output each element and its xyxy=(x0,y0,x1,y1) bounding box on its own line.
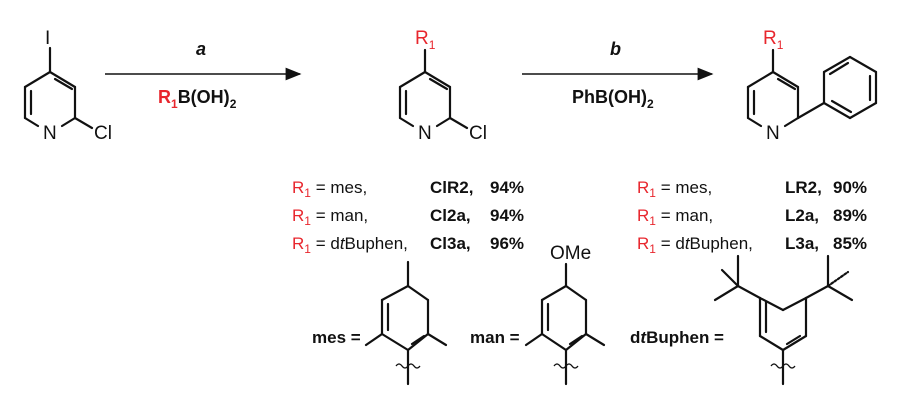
r1-group-label: R1 xyxy=(415,28,436,52)
methoxy-label: OMe xyxy=(550,243,591,264)
r1-group-label: R1 xyxy=(763,28,784,52)
list-item: R1 = mes, xyxy=(637,178,712,200)
yield-value: 94% xyxy=(490,178,524,197)
dtbuphen-label: dtBuphen = xyxy=(630,328,724,347)
man-structure: man = OMe xyxy=(470,243,606,386)
product-pyridine: R1 N xyxy=(746,28,878,144)
list-item: R1 = dtBuphen, xyxy=(292,234,408,256)
dtbuphen-structure: dtBuphen = xyxy=(630,254,854,386)
compound-code: Cl2a, xyxy=(430,206,471,225)
reaction-arrow-b: b PhB(OH)2 xyxy=(522,39,714,111)
intermediate-list: R1 = mes, ClR2, 94% R1 = man, Cl2a, 94% … xyxy=(292,178,524,256)
compound-code: Cl3a, xyxy=(430,234,471,253)
list-item: R1 = man, xyxy=(292,206,368,228)
product-list: R1 = mes, LR2, 90% R1 = man, L2a, 89% R1… xyxy=(637,178,867,256)
compound-code: LR2, xyxy=(785,178,822,197)
list-item: R1 = dtBuphen, xyxy=(637,234,753,256)
mes-label: mes = xyxy=(312,328,361,347)
nitrogen-atom: N xyxy=(418,123,432,144)
yield-value: 85% xyxy=(833,234,867,253)
mes-structure: mes = xyxy=(312,260,448,386)
yield-value: 94% xyxy=(490,206,524,225)
yield-value: 89% xyxy=(833,206,867,225)
compound-code: L2a, xyxy=(785,206,819,225)
man-label: man = xyxy=(470,328,520,347)
reaction-arrow-a: a R1B(OH)2 xyxy=(105,39,302,111)
nitrogen-atom: N xyxy=(766,123,780,144)
chlorine-atom: Cl xyxy=(469,123,487,144)
step-b-label: b xyxy=(610,39,621,59)
step-a-label: a xyxy=(196,39,206,59)
yield-value: 96% xyxy=(490,234,524,253)
step-a-reagent: R1B(OH)2 xyxy=(158,87,237,111)
step-b-reagent: PhB(OH)2 xyxy=(572,87,654,111)
yield-value: 90% xyxy=(833,178,867,197)
chlorine-atom: Cl xyxy=(94,123,112,144)
compound-code: L3a, xyxy=(785,234,819,253)
nitrogen-atom: N xyxy=(43,123,57,144)
list-item: R1 = mes, xyxy=(292,178,367,200)
iodine-atom: I xyxy=(45,28,50,49)
intermediate-pyridine: R1 N Cl xyxy=(398,28,487,144)
list-item: R1 = man, xyxy=(637,206,713,228)
starting-material-pyridine: I N Cl xyxy=(23,28,112,144)
compound-code: ClR2, xyxy=(430,178,473,197)
